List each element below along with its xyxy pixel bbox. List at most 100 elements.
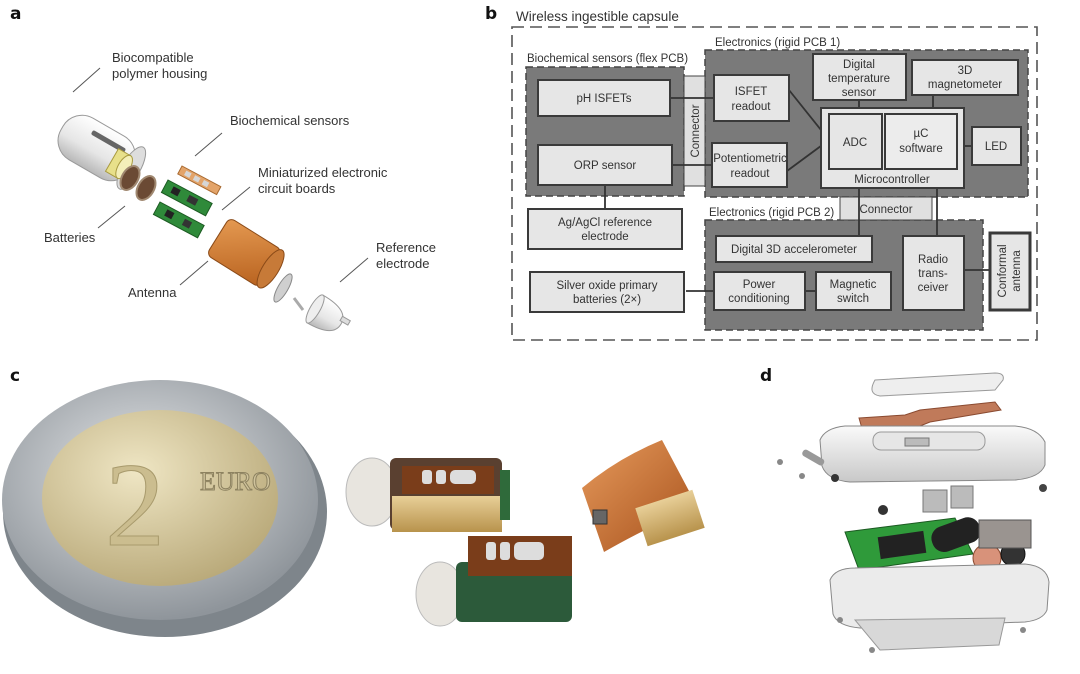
block-orp-sensor-part: ORP sensor: [574, 160, 637, 172]
circuit-board-1-part: [170, 186, 181, 197]
screw: [799, 473, 805, 479]
block-silver-oxide-batteries-part: [529, 271, 685, 313]
flex-antenna: [582, 440, 705, 552]
block-potentiometric-readout-part: readout: [730, 168, 770, 180]
label-reference-electrode: Reference electrode: [376, 240, 436, 272]
block-uc-software-part: software: [899, 143, 942, 155]
block-silver-oxide-batteries-part: batteries (2×): [573, 294, 641, 306]
block-orp-sensor-part: [537, 144, 673, 186]
label-circuit-boards: Miniaturized electronic circuit boards: [258, 165, 387, 197]
block-isfet-readout-part: [713, 74, 790, 122]
capsule-exploded-illustration: [57, 67, 369, 332]
group-label-flex: Biochemical sensors (flex PCB): [527, 53, 688, 65]
connector-vertical-label: Connector: [690, 104, 702, 157]
label-housing-line1: Biocompatible: [112, 50, 194, 65]
capsule-assembled-top: [345, 457, 510, 532]
block-ph-isfets-part: [537, 79, 671, 117]
block-accelerometer: Digital 3D accelerometer: [715, 235, 873, 263]
circuit-board-2-part: [164, 209, 175, 220]
block-magnetic-switch-part: switch: [837, 293, 869, 305]
connector-horizontal-label: Connector: [859, 204, 912, 216]
block-isfet-readout-part: ISFET: [735, 86, 768, 98]
battery-2-part: [135, 175, 157, 201]
block-agcl-electrode-part: electrode: [581, 231, 628, 243]
diagram-title: Wireless ingestible capsule: [516, 9, 679, 24]
block-radio-transceiver-part: trans-: [918, 268, 948, 280]
block-led-part: [971, 126, 1022, 166]
electrode-disc: [273, 273, 293, 303]
block-orp-sensor: ORP sensor: [537, 144, 673, 186]
battery-black: [931, 517, 981, 553]
block-ph-isfets-part: pH ISFETs: [577, 93, 632, 105]
nut: [831, 474, 839, 482]
block-uc-software-part: µC: [914, 128, 929, 140]
circuit-board-1-part: [186, 194, 199, 206]
block-conformal-antenna-part: [988, 231, 1032, 312]
panel-letter-b: b: [485, 4, 498, 24]
block-accelerometer-part: Digital 3D accelerometer: [731, 244, 857, 256]
block-microcontroller-part: Microcontroller: [854, 174, 930, 186]
side-bracket: [802, 449, 825, 466]
label-housing: Biocompatible polymer housing: [112, 50, 207, 82]
circuit-board-2: [152, 201, 205, 239]
flex-antenna-part: [635, 489, 705, 547]
block-radio-transceiver-part: ceiver: [918, 282, 949, 294]
block-potentiometric-readout-part: Potentiometric: [713, 153, 787, 165]
screw: [869, 647, 875, 653]
screw: [1020, 627, 1026, 633]
block-magnetic-switch: Magnetic switch: [815, 271, 892, 311]
block-radio-transceiver: Radio trans- ceiver: [902, 235, 965, 311]
block-conformal-antenna-part: antenna: [1011, 250, 1023, 292]
block-temperature-sensor-part: Digital: [843, 59, 875, 71]
label-reference-line1: Reference: [376, 240, 436, 255]
block-temperature-sensor: Digital temperature sensor: [812, 53, 907, 101]
block-conformal-antenna: Conformal antenna: [988, 231, 1032, 312]
capsule-boundary: [511, 26, 1038, 341]
block-led-part: LED: [985, 141, 1007, 153]
biochemical-sensor-strip-part: [184, 170, 192, 178]
label-biochemical-sensors: Biochemical sensors: [230, 113, 350, 128]
pcb-connector: [839, 196, 933, 221]
capsule-assembled-top-part: [422, 470, 432, 484]
group-label-pcb2: Electronics (rigid PCB 2): [709, 207, 834, 219]
leader-batteries: [97, 205, 126, 229]
label-batteries: Batteries: [44, 230, 96, 245]
biochemical-sensor-strip-part: [192, 175, 201, 183]
label-boards-line1: Miniaturized electronic: [258, 165, 388, 180]
block-radio-transceiver-part: Radio: [918, 254, 948, 266]
screw: [777, 459, 783, 465]
biochemical-sensor-strip: [177, 165, 222, 196]
leader-sensors: [194, 132, 223, 157]
block-power-conditioning: Power conditioning: [713, 271, 806, 311]
block-led: LED: [971, 126, 1022, 166]
label-housing-line2: polymer housing: [112, 66, 208, 81]
capsule-photo: 2 EURO: [2, 380, 705, 637]
block-silver-oxide-batteries-part: Silver oxide primary: [557, 280, 658, 292]
block-radio-transceiver-part: [902, 235, 965, 311]
pcb-chip: [877, 530, 927, 560]
block-isfet-readout: ISFET readout: [713, 74, 790, 122]
screw: [837, 617, 843, 623]
reference-electrode-dome: [305, 294, 344, 332]
panel-letter-c: c: [10, 366, 21, 386]
block-magnetic-switch-part: [815, 271, 892, 311]
block-potentiometric-readout: Potentiometric readout: [711, 142, 788, 188]
block-magnetometer-part: 3D: [958, 65, 973, 77]
receiver-enclosure-render: [777, 372, 1050, 653]
label-antenna: Antenna: [128, 285, 177, 300]
capsule-internals-bottom-part: [500, 542, 510, 560]
battery-1-part: [119, 165, 141, 191]
block-accelerometer-part: [715, 235, 873, 263]
tip-piece: [339, 315, 352, 326]
gold-ring: [104, 148, 133, 180]
sma-connector-2: [950, 485, 974, 509]
bottom-shell: [829, 563, 1050, 629]
reference-electrode-dome-part: [306, 294, 344, 332]
leader-housing: [72, 67, 101, 93]
block-uc-software: µC software: [884, 113, 958, 170]
capsule-internals-bottom-part: [456, 562, 572, 622]
capsule-assembled-top-part: [450, 470, 476, 484]
group-label-pcb1: Electronics (rigid PCB 1): [715, 37, 840, 49]
block-magnetometer-part: magnetometer: [928, 79, 1002, 91]
block-conformal-antenna-part: Conformal: [997, 244, 1009, 297]
